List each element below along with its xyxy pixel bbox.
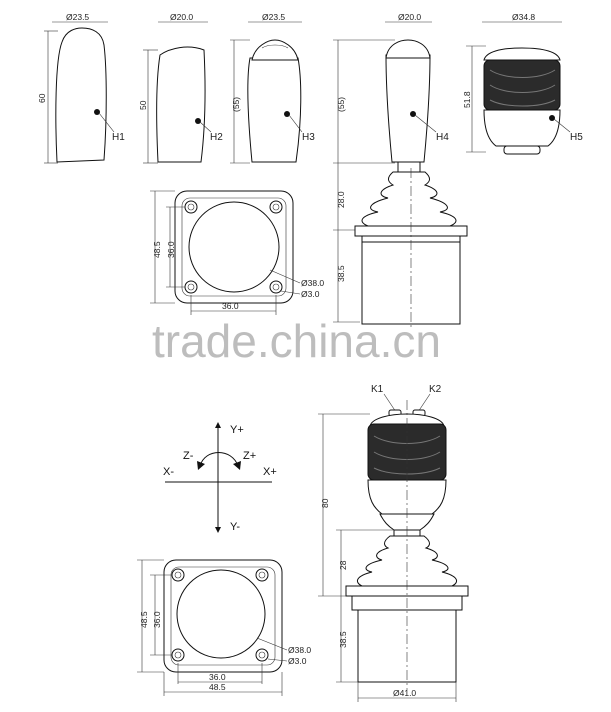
handle-h1: Ø23.5 60 H1 <box>37 12 125 164</box>
h5-marker-dot <box>549 115 555 121</box>
h4-handle-shape <box>385 54 431 163</box>
h4-width-dim: Ø20.0 <box>398 12 421 22</box>
h4-marker-dot <box>410 111 416 117</box>
top-flange-view: 48.5 36.0 36.0 Ø38.0 Ø3.0 <box>150 190 324 315</box>
bottom-flange-outline <box>163 559 283 673</box>
bottom-assembly: K1 K2 80 28 38.5 Ø4 <box>318 384 469 702</box>
top-flange-inner-height: 36.0 <box>166 241 176 258</box>
handle-h5: Ø34.8 51.8 H5 <box>462 12 583 155</box>
bottom-flange-hole-spacing: 36.0 <box>209 672 226 682</box>
h3-width-dim: Ø23.5 <box>262 12 285 22</box>
h4-label: H4 <box>436 132 449 143</box>
bottom-flange-outer-height: 48.5 <box>139 611 149 628</box>
bottom-flange-outer-width: 48.5 <box>209 682 226 692</box>
h1-height-dim: 60 <box>37 93 47 103</box>
bottom-total-height-dim: 80 <box>320 498 330 508</box>
h5-label: H5 <box>570 132 583 143</box>
h3-handle-shape <box>247 57 302 163</box>
top-flange-center-circle <box>188 201 280 293</box>
button-k2-label: K2 <box>429 384 442 395</box>
top-flange-hole-dia: Ø3.0 <box>301 289 320 299</box>
h3-dome-cap <box>251 39 299 61</box>
button-k1-label: K1 <box>371 384 384 395</box>
axis-y-plus: Y+ <box>230 424 244 436</box>
axis-x-minus: X- <box>163 466 174 478</box>
bottom-base-dia-dim: Ø41.0 <box>393 688 416 698</box>
top-bellows-boot <box>361 171 457 227</box>
h1-width-dim: Ø23.5 <box>66 12 89 22</box>
top-flange-outer-height: 48.5 <box>152 241 162 258</box>
handle-h3: Ø23.5 (55) H3 <box>230 12 315 164</box>
handle-h2: Ø20.0 50 H2 <box>138 12 223 164</box>
h2-height-dim: 50 <box>138 100 148 110</box>
h3-marker-dot <box>284 111 290 117</box>
axis-x-plus: X+ <box>263 466 277 478</box>
top-boot-height-dim: 28.0 <box>336 191 346 208</box>
h2-handle-shape <box>156 46 206 163</box>
axis-diagram: Y+ Y- X- X+ Z- Z+ <box>163 422 277 533</box>
top-mount-hole <box>269 280 283 294</box>
rotation-arc <box>199 452 239 467</box>
top-flange-hole-spacing: 36.0 <box>222 301 239 311</box>
h1-handle-shape <box>55 27 107 163</box>
watermark-text: trade.china.cn <box>152 315 441 367</box>
bottom-mount-hole <box>255 568 269 582</box>
h5-lower-body <box>483 109 561 147</box>
bottom-flange-hole-dia: Ø3.0 <box>288 656 307 666</box>
bottom-mount-hole <box>255 648 269 662</box>
handle-h4-assembly: Ø20.0 (55) 28.0 38.5 H4 <box>333 12 468 330</box>
h2-width-dim: Ø20.0 <box>170 12 193 22</box>
top-flange-circle-dia: Ø38.0 <box>301 278 324 288</box>
top-body-height-dim: 38.5 <box>336 265 346 282</box>
h3-height-dim: (55) <box>231 97 241 112</box>
h5-width-dim: Ø34.8 <box>512 12 535 22</box>
h5-neck <box>503 145 541 155</box>
axis-z-plus: Z+ <box>243 450 256 462</box>
bottom-bellows-boot <box>356 535 458 587</box>
axis-z-minus: Z- <box>183 450 194 462</box>
bottom-body-height-dim: 38.5 <box>338 631 348 648</box>
bottom-flange-view: 48.5 36.0 36.0 48.5 Ø38.0 Ø3.0 <box>137 559 311 696</box>
h3-label: H3 <box>302 132 315 143</box>
h5-top-cap <box>483 47 561 61</box>
h5-height-dim: 51.8 <box>462 91 472 108</box>
top-shaft <box>397 161 421 173</box>
bottom-flange-center-circle <box>176 569 266 659</box>
h4-height-dim: (55) <box>336 97 346 112</box>
bottom-boot-height-dim: 28 <box>338 560 348 570</box>
bottom-flange-inner-height: 36.0 <box>152 611 162 628</box>
h4-dome-cap <box>385 39 431 59</box>
h1-label: H1 <box>112 132 125 143</box>
h2-marker-dot <box>195 118 201 124</box>
h1-marker-dot <box>94 109 100 115</box>
top-flange-outline <box>174 190 294 304</box>
bottom-flange-circle-dia: Ø38.0 <box>288 645 311 655</box>
h2-label: H2 <box>210 132 223 143</box>
axis-y-minus: Y- <box>230 521 240 533</box>
top-mount-hole <box>269 200 283 214</box>
